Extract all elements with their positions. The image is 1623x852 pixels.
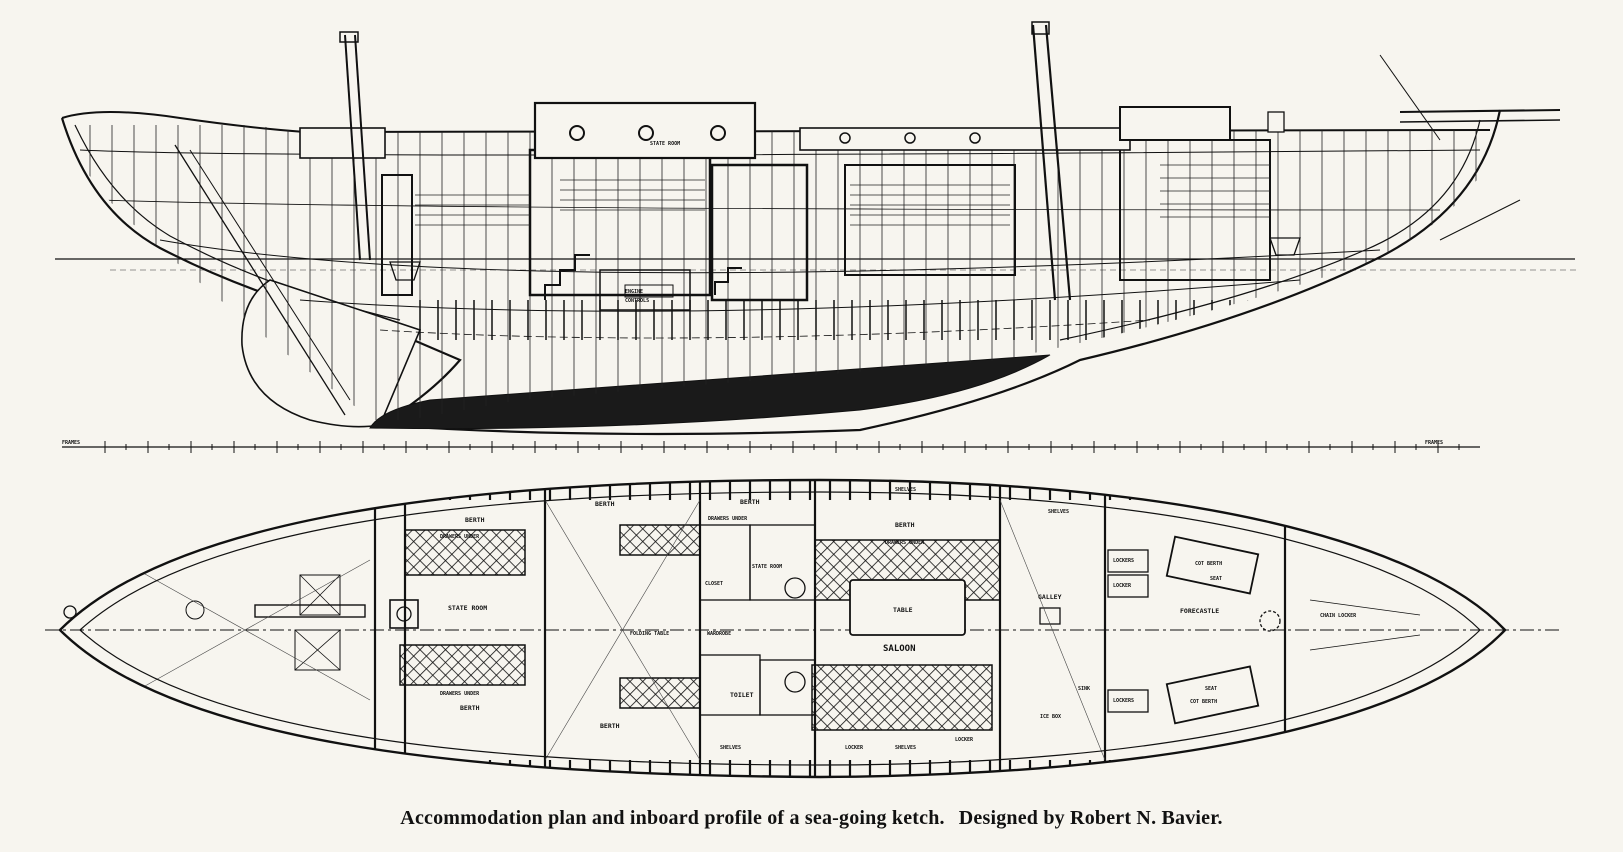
figure-caption: Accommodation plan and inboard profile o…	[0, 807, 1623, 830]
locker-label-3: LOCKER	[955, 737, 974, 743]
toilet-label-port: TOILET	[730, 691, 754, 699]
shelves-label-3: SHELVES	[720, 745, 741, 751]
accommodation-plan: SALOON TABLE GALLEY FORECASTLE TOILET ST…	[45, 478, 1560, 779]
saloon-table-label: TABLE	[893, 606, 913, 614]
main-deckhouse	[533, 101, 757, 160]
hull-profile-outline	[60, 109, 1502, 436]
profile-label-2: CONTROLS	[625, 298, 649, 304]
seat-label-2: SEAT	[1205, 686, 1217, 692]
berth-label-2: BERTH	[595, 500, 615, 508]
profile-label-0: STATE ROOM	[650, 141, 680, 147]
settee-port-aft	[404, 529, 526, 576]
wardrobe-label: WARDROBE	[707, 631, 731, 637]
caption-part-2: Designed by Robert N. Bavier.	[958, 807, 1223, 829]
chain-locker-label: CHAIN LOCKER	[1320, 613, 1357, 619]
closet-label: CLOSET	[705, 581, 723, 587]
shelves-label-4: SHELVES	[895, 745, 916, 751]
ballast-keel	[369, 354, 1051, 430]
berth-label-5: BERTH	[460, 704, 480, 712]
berth-label-4: BERTH	[895, 521, 915, 529]
drawers-under-label-1: DRAWERS UNDER	[440, 534, 480, 540]
berth-label-1: BERTH	[465, 516, 485, 524]
main-mast	[1031, 21, 1072, 301]
caption-part-1: Accommodation plan and inboard profile o…	[400, 807, 945, 829]
hull-plan-outline	[58, 478, 1507, 779]
bowsprit	[1399, 109, 1561, 113]
after-deckhouse	[299, 127, 386, 159]
settee-stbd-saloon	[811, 664, 993, 731]
frames-right-label: FRAMES	[1425, 440, 1443, 446]
berth-label-6: BERTH	[600, 722, 620, 730]
state-room-label-fwd: STATE ROOM	[752, 564, 782, 570]
locker-label-2: LOCKER	[845, 745, 864, 751]
lockers-label-1: LOCKERS	[1113, 558, 1134, 564]
saloon-table	[849, 579, 966, 636]
fore-hatch	[1119, 106, 1231, 141]
galley-label: GALLEY	[1038, 593, 1062, 601]
seat-label-1: SEAT	[1210, 576, 1222, 582]
lockers-label-2: LOCKERS	[1113, 698, 1134, 704]
profile-label-1: ENGINE	[625, 289, 643, 295]
sink-label: SINK	[1078, 686, 1090, 692]
cot-berth-label-2: COT BERTH	[1190, 699, 1217, 705]
rudder	[241, 279, 422, 428]
berth-label-3: BERTH	[740, 498, 760, 506]
cot-berth-label-1: COT BERTH	[1195, 561, 1222, 567]
mizzen-mast	[339, 31, 371, 261]
forecastle-label: FORECASTLE	[1180, 607, 1219, 615]
shelves-label-1: SHELVES	[895, 487, 916, 493]
folding-table-label: FOLDING TABLE	[630, 631, 669, 637]
ice-box-label: ICE BOX	[1040, 714, 1061, 720]
settee-stbd-aft	[399, 644, 526, 686]
locker-label-1: LOCKER	[1113, 583, 1132, 589]
state-room-label-aft: STATE ROOM	[448, 604, 487, 612]
drawers-under-label-4: DRAWERS UNDER	[440, 691, 480, 697]
inboard-profile: FRAMES FRAMES STATE ROOM ENGINE CONTROLS	[55, 21, 1580, 453]
shelves-label-2: SHELVES	[1048, 509, 1069, 515]
drawers-under-label-3: DRAWERS UNDER	[885, 540, 925, 546]
saloon-label: SALOON	[883, 644, 916, 654]
frames-left-label: FRAMES	[62, 440, 80, 446]
drawers-under-label-2: DRAWERS UNDER	[708, 516, 748, 522]
